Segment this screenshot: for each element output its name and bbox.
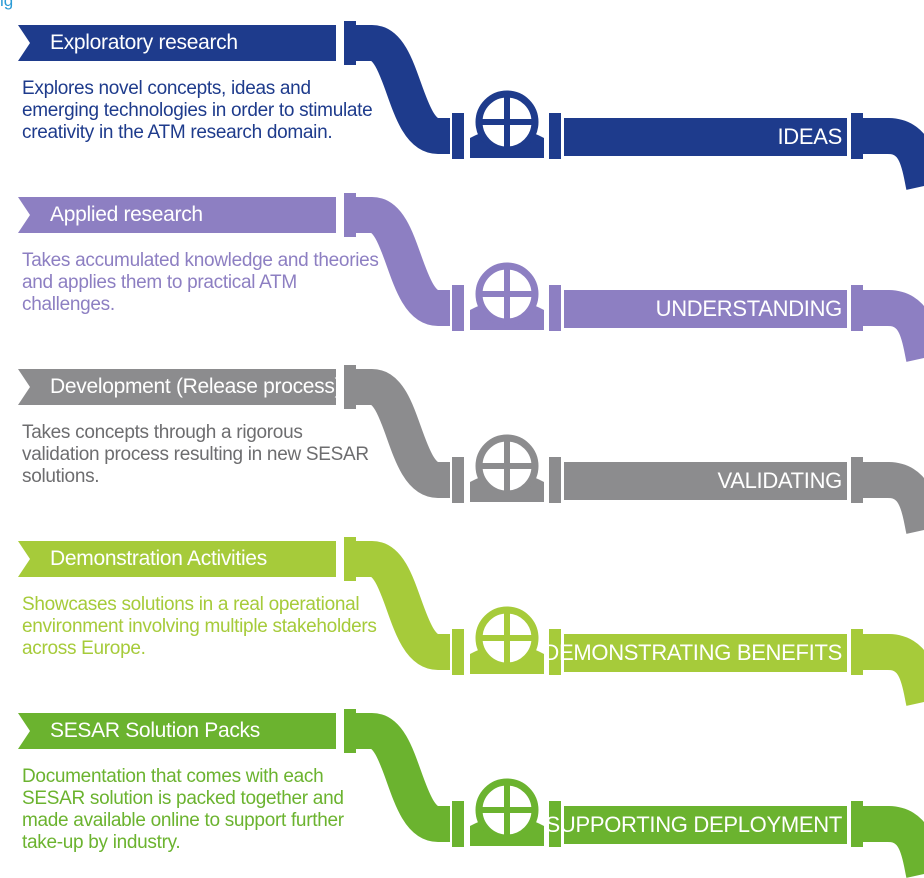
outlet-pipe bbox=[863, 290, 924, 362]
pipe-graphic bbox=[18, 365, 924, 534]
label-banner bbox=[18, 541, 336, 577]
outlet-pipe bbox=[863, 806, 924, 878]
stage-description: Showcases solutions in a real operationa… bbox=[22, 594, 377, 659]
curved-pipe bbox=[356, 713, 450, 842]
label-banner bbox=[18, 25, 336, 61]
pipe-flange bbox=[851, 629, 863, 675]
outcome-band bbox=[564, 118, 847, 156]
pipe-flange bbox=[549, 801, 561, 847]
pipe-flange bbox=[549, 457, 561, 503]
outcome-band bbox=[564, 462, 847, 500]
outcome-label: UNDERSTANDING bbox=[655, 296, 843, 321]
curved-pipe bbox=[356, 541, 450, 670]
pipe-flange bbox=[452, 801, 464, 847]
pipe-flange bbox=[344, 365, 356, 409]
pipe-flange bbox=[452, 113, 464, 159]
figure-caption: ig bbox=[0, 0, 14, 10]
pipe-flange bbox=[549, 113, 561, 159]
outlet-pipe bbox=[863, 634, 924, 706]
stage-description: Takes accumulated knowledge and theories… bbox=[22, 250, 379, 315]
outcome-band bbox=[564, 634, 847, 672]
outcome-label: DEMONSTRATING BENEFITS bbox=[543, 640, 842, 665]
pipe-flange bbox=[851, 801, 863, 847]
outcome-label: VALIDATING bbox=[717, 468, 842, 493]
outlet-pipe bbox=[863, 118, 924, 190]
stage-label: Applied research bbox=[50, 203, 203, 226]
curved-pipe bbox=[356, 197, 450, 326]
curved-pipe bbox=[356, 25, 450, 154]
pipe-flange bbox=[344, 21, 356, 65]
stage-label: Development (Release process) bbox=[50, 375, 342, 398]
outlet-pipe bbox=[863, 462, 924, 534]
pipe-flange bbox=[344, 537, 356, 581]
pipe-flange bbox=[549, 285, 561, 331]
stage-description: Explores novel concepts, ideas and emerg… bbox=[22, 78, 373, 143]
stage-description: Documentation that comes with each SESAR… bbox=[22, 766, 344, 853]
pipe-graphic bbox=[18, 193, 924, 362]
pipe-flange bbox=[452, 285, 464, 331]
label-banner bbox=[18, 197, 336, 233]
pipe-graphic bbox=[18, 21, 924, 190]
pipe-flange bbox=[344, 709, 356, 753]
stage-label: Demonstration Activities bbox=[50, 547, 267, 570]
outcome-band bbox=[564, 806, 847, 844]
curved-pipe bbox=[356, 369, 450, 498]
pipe-flange bbox=[851, 113, 863, 159]
label-banner bbox=[18, 713, 336, 749]
label-banner bbox=[18, 369, 336, 405]
pipe-flange bbox=[549, 629, 561, 675]
pipe-flange bbox=[851, 457, 863, 503]
pipe-flange bbox=[452, 457, 464, 503]
stage-label: SESAR Solution Packs bbox=[50, 719, 260, 742]
pipeline-stage: Development (Release process) Takes conce… bbox=[0, 362, 924, 534]
stage-description: Takes concepts through a rigorous valida… bbox=[22, 422, 369, 487]
outcome-label: IDEAS bbox=[777, 124, 842, 149]
stage-label: Exploratory research bbox=[50, 31, 238, 54]
outcome-label: SUPPORTING DEPLOYMENT bbox=[545, 812, 843, 837]
pipe-flange bbox=[452, 629, 464, 675]
pipe-flange bbox=[344, 193, 356, 237]
pipe-flange bbox=[851, 285, 863, 331]
pipe-graphic bbox=[18, 537, 924, 706]
outcome-band bbox=[564, 290, 847, 328]
